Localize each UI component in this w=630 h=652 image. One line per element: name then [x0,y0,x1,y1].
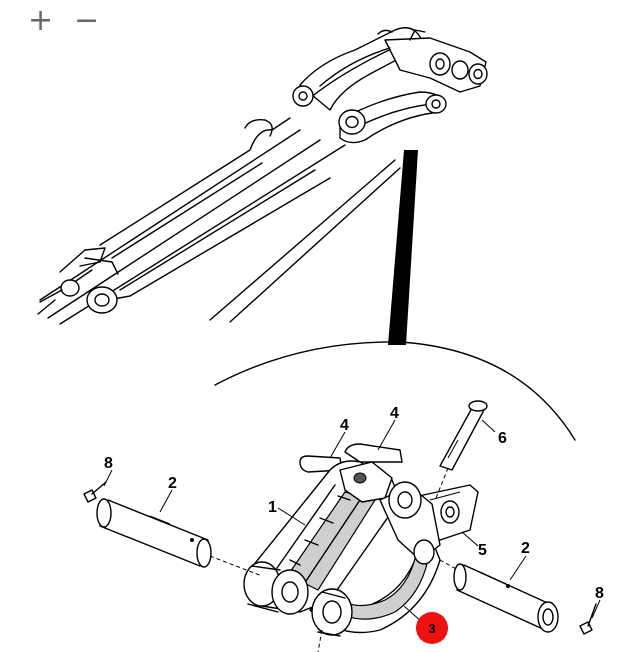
callout-4-right[interactable]: 4 [390,405,399,422]
callout-2-left[interactable]: 2 [168,475,177,492]
boom-overview [37,27,488,325]
part-2-pin-right [453,563,559,633]
exploded-view [83,400,601,652]
detail-pointer [388,150,418,345]
detail-boundary [214,341,576,441]
callout-8-right[interactable]: 8 [595,585,604,602]
callout-5[interactable]: 5 [478,542,487,559]
part-6-pin [439,400,488,471]
callout-2-right[interactable]: 2 [521,540,530,557]
part-2-pin-left [96,498,212,568]
callout-8-left[interactable]: 8 [104,455,113,472]
part-8-fitting-right [579,603,597,635]
callout-3-highlight[interactable]: 3 [416,612,448,644]
callout-6[interactable]: 6 [498,430,507,447]
callout-1[interactable]: 1 [268,499,277,516]
part-8-fitting-left [83,481,107,503]
callout-3[interactable]: 3 [428,621,435,636]
zoom-out-button[interactable]: − [74,3,100,38]
part-1-link [243,460,401,615]
zoom-in-button[interactable]: + [28,3,54,38]
callout-4-left[interactable]: 4 [340,417,349,434]
